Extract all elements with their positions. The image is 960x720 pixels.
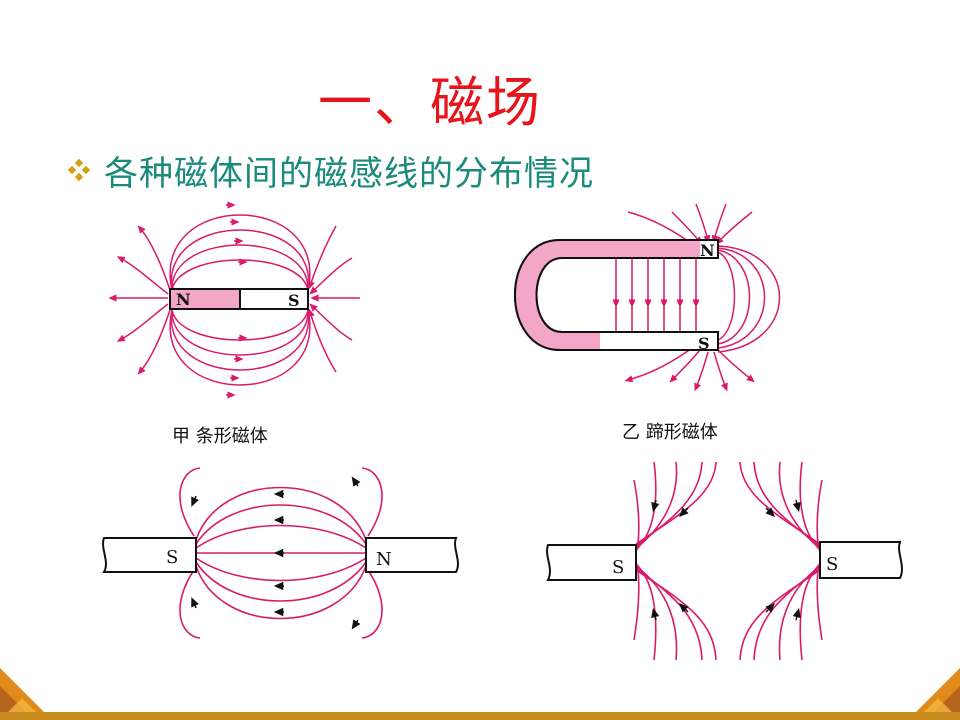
bar-magnet-figure: [108, 201, 360, 399]
horseshoe-south-label: S: [698, 334, 710, 353]
like-left-label: S: [612, 557, 624, 578]
opposite-poles-arrows: [191, 476, 361, 630]
like-poles-field-lines: [633, 461, 823, 661]
horseshoe-field-lines: [612, 203, 781, 392]
horseshoe-magnet: [514, 239, 719, 351]
bar-north-label: N: [176, 290, 191, 309]
bullet-text: 各种磁体间的磁感线的分布情况: [104, 154, 594, 194]
bar-magnet: [169, 288, 309, 310]
slide-title: 一、磁场: [318, 71, 542, 134]
like-right-label: S: [826, 554, 838, 575]
opposite-left-label: S: [166, 547, 178, 568]
bottom-bar: [0, 712, 960, 720]
bar-south-label: S: [288, 291, 300, 310]
diamond-bullet-icon: [67, 158, 91, 181]
bullet-item: 各种磁体间的磁感线的分布情况: [64, 146, 594, 195]
like-poles-arrows: [651, 499, 801, 621]
bar-magnet-caption: 甲 条形磁体: [172, 426, 268, 447]
horseshoe-magnet-caption: 乙 蹄形磁体: [622, 422, 718, 443]
like-poles-magnets: [546, 541, 903, 581]
opposite-right-label: N: [376, 549, 392, 570]
opposite-poles-magnets: [102, 537, 459, 573]
horseshoe-north-label: N: [700, 241, 715, 260]
